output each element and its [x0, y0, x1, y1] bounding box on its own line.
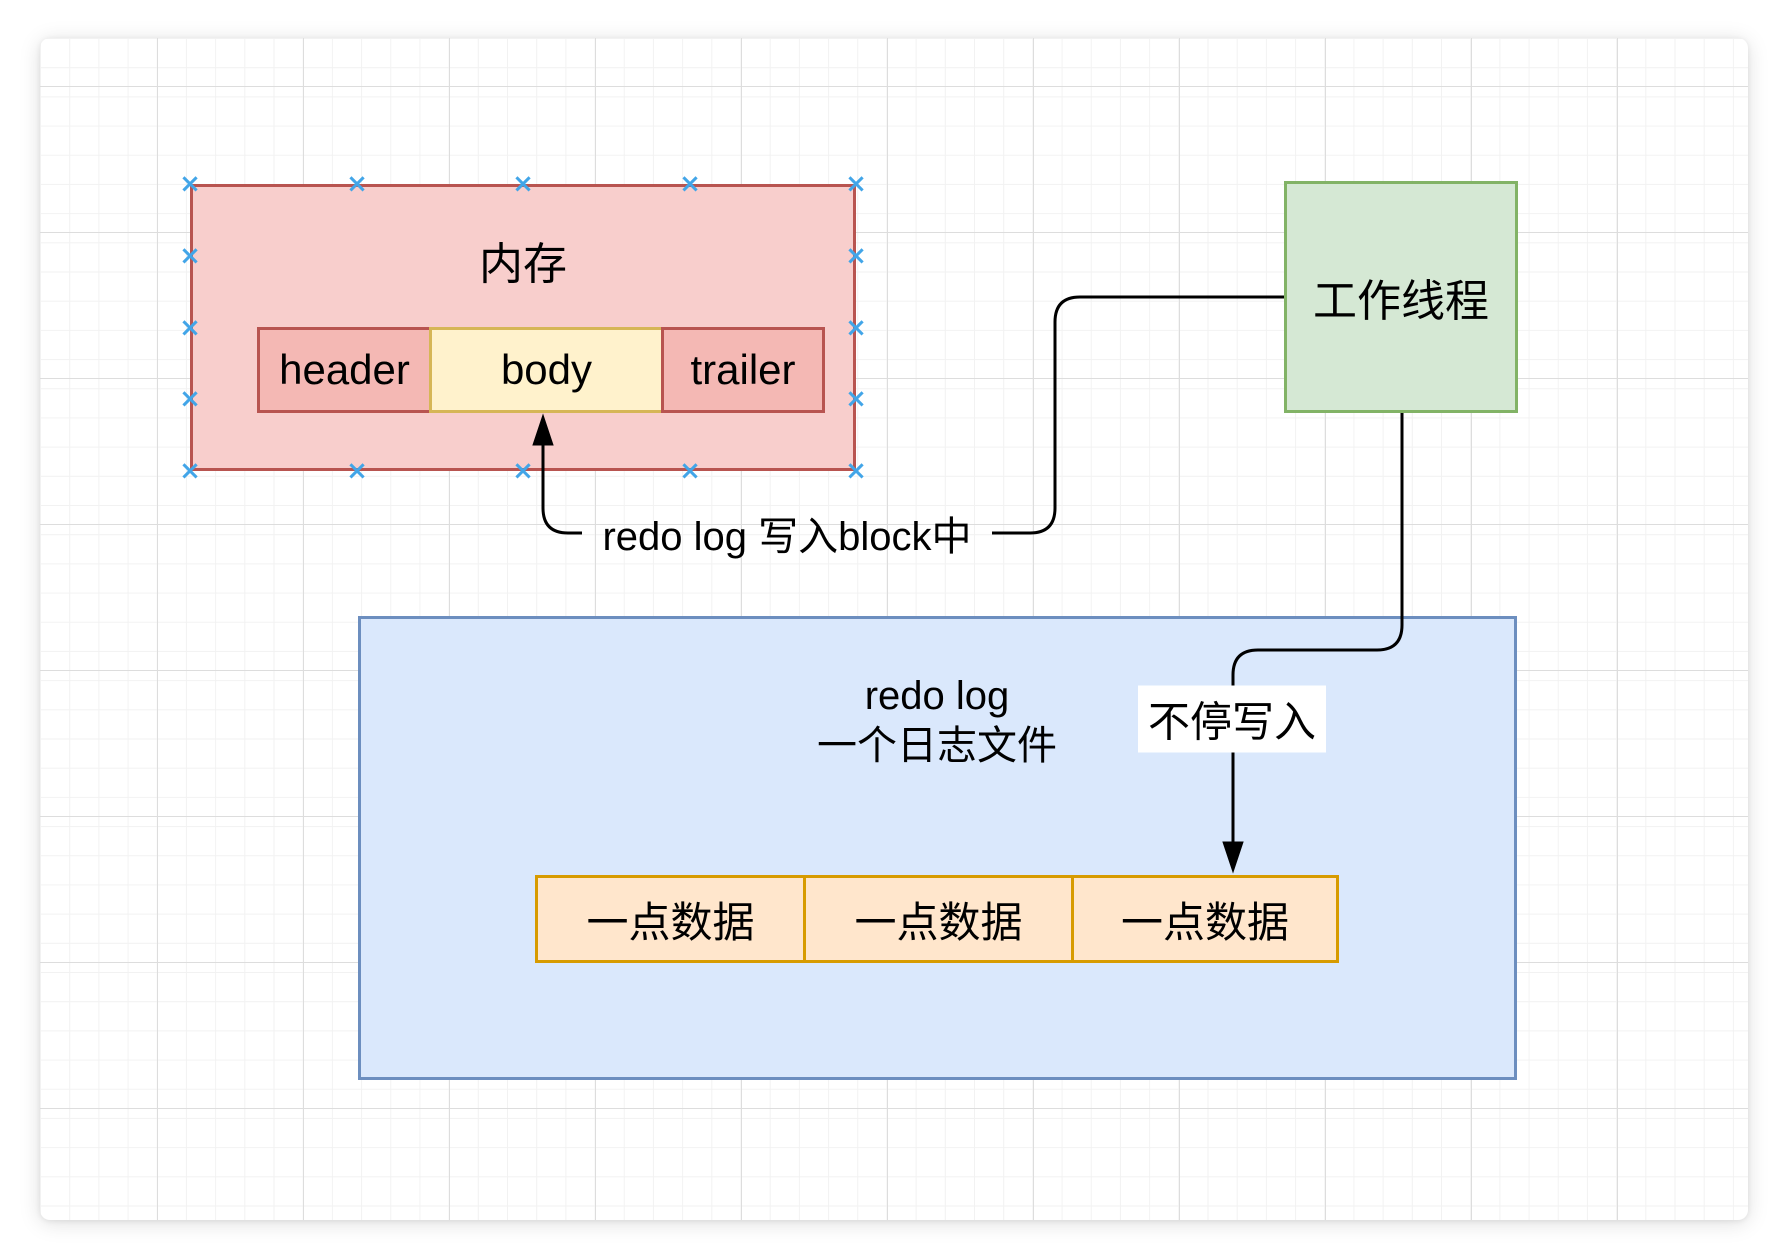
connection-point-handle[interactable]: × [179, 384, 201, 414]
trailer-cell[interactable]: trailer [661, 327, 825, 413]
redo-log-file-label: redo log 一个日志文件 [817, 671, 1057, 771]
connection-point-handle[interactable]: × [179, 241, 201, 271]
data-chunk-cell[interactable]: 一点数据 [535, 875, 806, 963]
trailer-cell-label: trailer [690, 346, 796, 393]
edge-label-keep-writing[interactable]: 不停写入 [1137, 685, 1327, 753]
header-cell-label: header [279, 346, 410, 393]
connection-point-handle[interactable]: × [179, 169, 201, 199]
connection-point-handle[interactable]: × [346, 169, 368, 199]
data-chunk-cell[interactable]: 一点数据 [803, 875, 1074, 963]
connection-point-handle[interactable]: × [179, 313, 201, 343]
connection-point-handle[interactable]: × [679, 169, 701, 199]
connection-point-handle[interactable]: × [845, 313, 867, 343]
connection-point-handle[interactable]: × [179, 456, 201, 486]
redo-log-file-label-line1: redo log [864, 674, 1010, 718]
edge-label-write-block[interactable]: redo log 写入block中 [602, 515, 972, 559]
memory-box-label: 内存 [479, 240, 567, 289]
connection-point-handle[interactable]: × [845, 456, 867, 486]
connection-point-handle[interactable]: × [845, 241, 867, 271]
body-cell[interactable]: body [429, 327, 664, 413]
connection-point-handle[interactable]: × [512, 456, 534, 486]
data-chunk-label: 一点数据 [854, 898, 1023, 946]
redo-log-file-label-line2: 一个日志文件 [817, 724, 1057, 768]
connection-point-handle[interactable]: × [845, 169, 867, 199]
connection-point-handle[interactable]: × [346, 456, 368, 486]
worker-thread-box[interactable]: 工作线程 [1284, 181, 1518, 413]
worker-thread-label: 工作线程 [1313, 277, 1489, 326]
connection-point-handle[interactable]: × [512, 169, 534, 199]
connection-point-handle[interactable]: × [845, 384, 867, 414]
body-cell-label: body [500, 346, 593, 393]
header-cell[interactable]: header [257, 327, 432, 413]
data-chunk-label: 一点数据 [586, 898, 755, 946]
data-chunk-label: 一点数据 [1120, 898, 1289, 946]
data-chunk-cell[interactable]: 一点数据 [1071, 875, 1339, 963]
connection-point-handle[interactable]: × [679, 456, 701, 486]
